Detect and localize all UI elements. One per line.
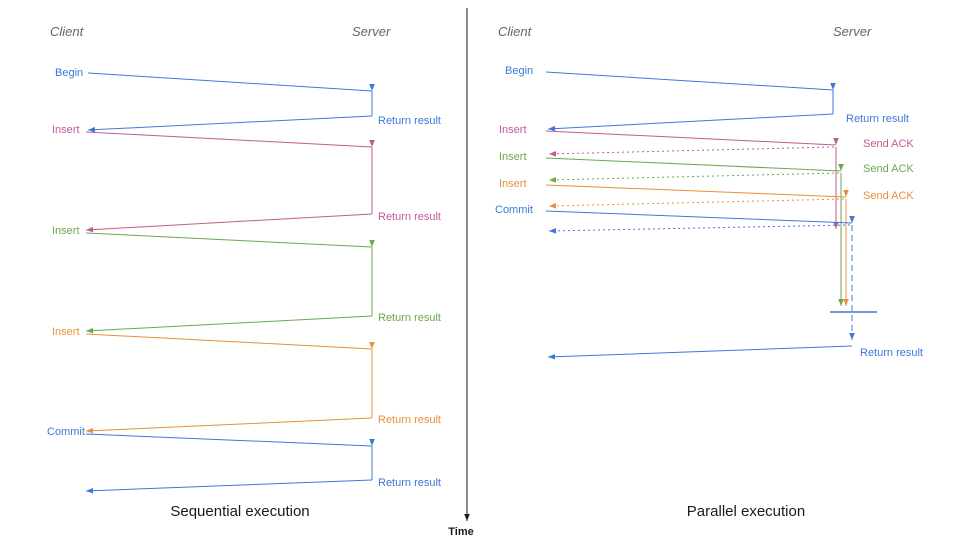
par-return-begin-label: Return result (846, 113, 909, 125)
par-ack2-label: Send ACK (863, 163, 914, 175)
seq-begin-label: Begin (55, 67, 83, 79)
par-insert3-request (545, 184, 847, 198)
seq-begin-request (87, 72, 373, 92)
time-label: Time (448, 526, 473, 538)
par-insert1-request (545, 130, 837, 146)
seq-commit-request-arrowhead (369, 439, 375, 446)
seq-return4-label: Return result (378, 414, 441, 426)
par-insert1-ack (548, 146, 835, 155)
seq-return1-label: Return result (378, 115, 441, 127)
seq-begin-request-arrowhead (369, 84, 375, 91)
par-insert2-ack (548, 172, 840, 181)
seq-client-label: Client (50, 24, 85, 39)
seq-insert1-reply (85, 213, 373, 231)
par-server-label: Server (833, 24, 872, 39)
timeline-axis-arrowhead (464, 514, 470, 521)
seq-insert3-reply (85, 417, 373, 432)
par-insert2-process-arrowhead (838, 299, 844, 306)
seq-insert2-request-arrowhead (369, 240, 375, 247)
par-insert3-process-arrowhead (843, 299, 849, 306)
seq-return3-label: Return result (378, 312, 441, 324)
seq-commit-request (85, 433, 373, 447)
par-caption: Parallel execution (687, 503, 805, 520)
seq-insert3-reply-arrowhead (86, 427, 94, 434)
seq-server-label: Server (352, 24, 391, 39)
seq-insert1-request-arrowhead (369, 140, 375, 147)
seq-commit-label: Commit (47, 426, 85, 438)
seq-insert1-reply-arrowhead (86, 226, 94, 233)
par-ack1-label: Send ACK (863, 138, 914, 150)
seq-insert1-request (85, 131, 373, 148)
par-commit-request-arrowhead (849, 216, 855, 223)
par-commit-label: Commit (495, 204, 533, 216)
seq-insert2-reply-arrowhead (86, 327, 94, 334)
seq-commit-reply-arrowhead (86, 487, 94, 494)
par-client-label: Client (498, 24, 533, 39)
par-commit-request (545, 210, 853, 224)
par-commit-ack-arrowhead (549, 228, 557, 234)
par-begin-request-arrowhead (830, 83, 836, 90)
par-insert3-ack (548, 198, 845, 207)
par-begin-reply-arrowhead (548, 125, 556, 132)
par-begin-reply (547, 113, 834, 130)
par-insert1-process-arrowhead (833, 222, 839, 229)
seq-insert3-request (85, 333, 373, 350)
seq-begin-reply-arrowhead (88, 126, 96, 133)
par-insert3-request-arrowhead (843, 190, 849, 197)
seq-begin-reply (87, 115, 373, 131)
par-insert1-ack-arrowhead (549, 151, 557, 157)
par-begin-request (545, 71, 834, 91)
par-insert2-label: Insert (499, 151, 527, 163)
par-insert3-ack-arrowhead (549, 203, 557, 209)
seq-insert2-label: Insert (52, 225, 80, 237)
par-insert1-request-arrowhead (833, 138, 839, 145)
par-insert2-request-arrowhead (838, 164, 844, 171)
par-insert1-label: Insert (499, 124, 527, 136)
seq-insert1-label: Insert (52, 124, 80, 136)
seq-insert3-request-arrowhead (369, 342, 375, 349)
par-final-reply (547, 345, 853, 358)
seq-commit-reply (85, 479, 373, 492)
par-final-reply-arrowhead (548, 353, 556, 360)
seq-insert3-label: Insert (52, 326, 80, 338)
par-ack3-label: Send ACK (863, 190, 914, 202)
par-commit-ack (548, 224, 851, 232)
par-commit-process-arrowhead (849, 333, 855, 340)
seq-return5-label: Return result (378, 477, 441, 489)
par-insert3-label: Insert (499, 178, 527, 190)
par-return-final-label: Return result (860, 347, 923, 359)
par-begin-label: Begin (505, 65, 533, 77)
par-insert2-ack-arrowhead (549, 177, 557, 183)
par-insert2-request (545, 157, 842, 172)
seq-caption: Sequential execution (170, 503, 309, 520)
seq-insert2-reply (85, 315, 373, 332)
seq-return2-label: Return result (378, 211, 441, 223)
seq-insert2-request (85, 232, 373, 248)
